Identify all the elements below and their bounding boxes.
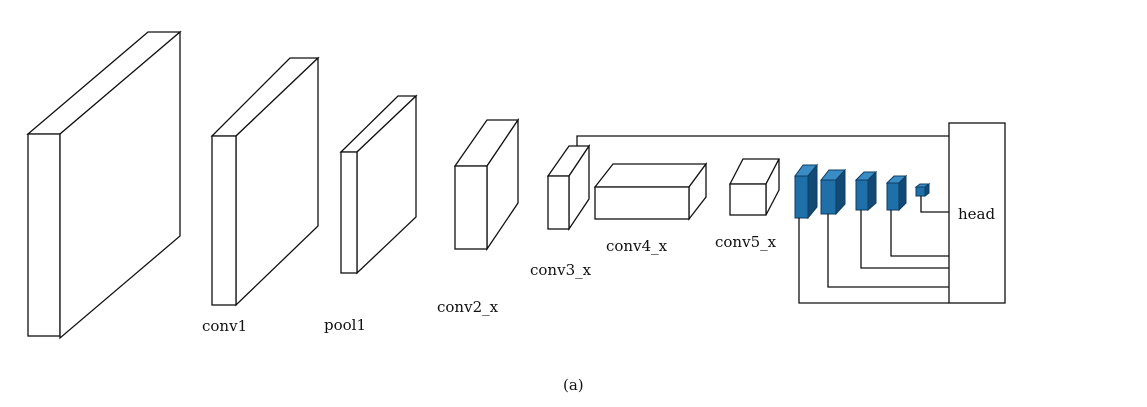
skip-connection-line — [576, 135, 949, 146]
conv1-block — [210, 56, 320, 307]
conv5_x-label: conv5_x — [715, 233, 777, 251]
conv2_x-block — [453, 117, 520, 252]
feature-map-5 — [914, 183, 931, 197]
pool1-label: pool1 — [324, 316, 366, 334]
head-label: head — [958, 205, 995, 223]
conv3_x-label: conv3_x — [530, 261, 592, 279]
input-image-block — [26, 30, 182, 340]
feature-line-2 — [827, 214, 949, 288]
conv5_x-block — [728, 158, 781, 216]
conv2_x-label: conv2_x — [437, 298, 499, 316]
conv4_x-label: conv4_x — [606, 237, 668, 255]
feature-line-1 — [798, 218, 949, 304]
feature-line-5 — [920, 196, 949, 213]
feature-map-2 — [819, 168, 847, 216]
feature-line-3 — [860, 210, 949, 269]
conv4_x-block — [593, 162, 708, 221]
conv3_x-block — [546, 143, 591, 232]
feature-line-4 — [890, 210, 949, 257]
head-block — [948, 122, 1006, 304]
pool1-block — [339, 94, 418, 275]
feature-map-1 — [794, 163, 819, 220]
figure-caption: (a) — [563, 376, 584, 394]
feature-map-3 — [854, 170, 878, 212]
conv1-label: conv1 — [202, 317, 247, 335]
feature-map-4 — [885, 174, 908, 212]
